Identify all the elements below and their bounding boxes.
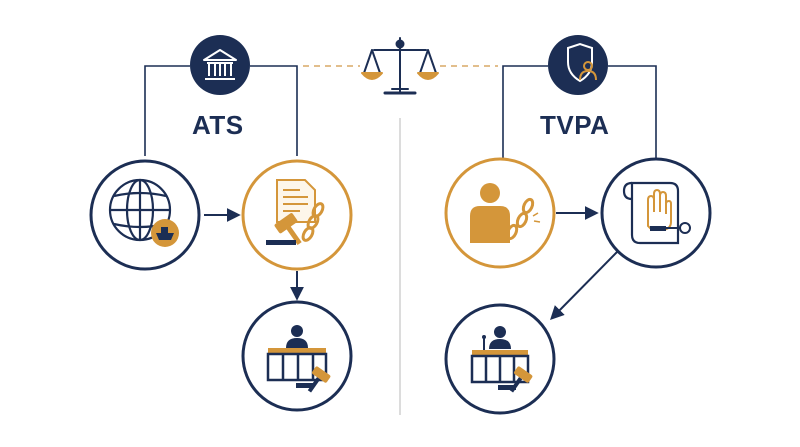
ats-heading: ATS [192,110,244,140]
document-gavel-chain-icon [241,159,353,271]
tvpa-arrow-diagonal [550,251,618,320]
globe-ship-icon [89,159,201,271]
tvpa-frame-lines [502,65,657,160]
courtroom-judge-gavel-icon [444,303,556,415]
tvpa-heading: TVPA [540,110,610,140]
scroll-hand-shackle-icon [600,157,712,269]
bank-building-icon [190,35,250,95]
ats-frame-lines [144,65,298,156]
balance-scales-icon [361,37,439,95]
courtroom-judge-gavel-icon [241,300,353,412]
person-broken-chain-icon [444,157,556,269]
shield-person-icon [548,35,608,95]
